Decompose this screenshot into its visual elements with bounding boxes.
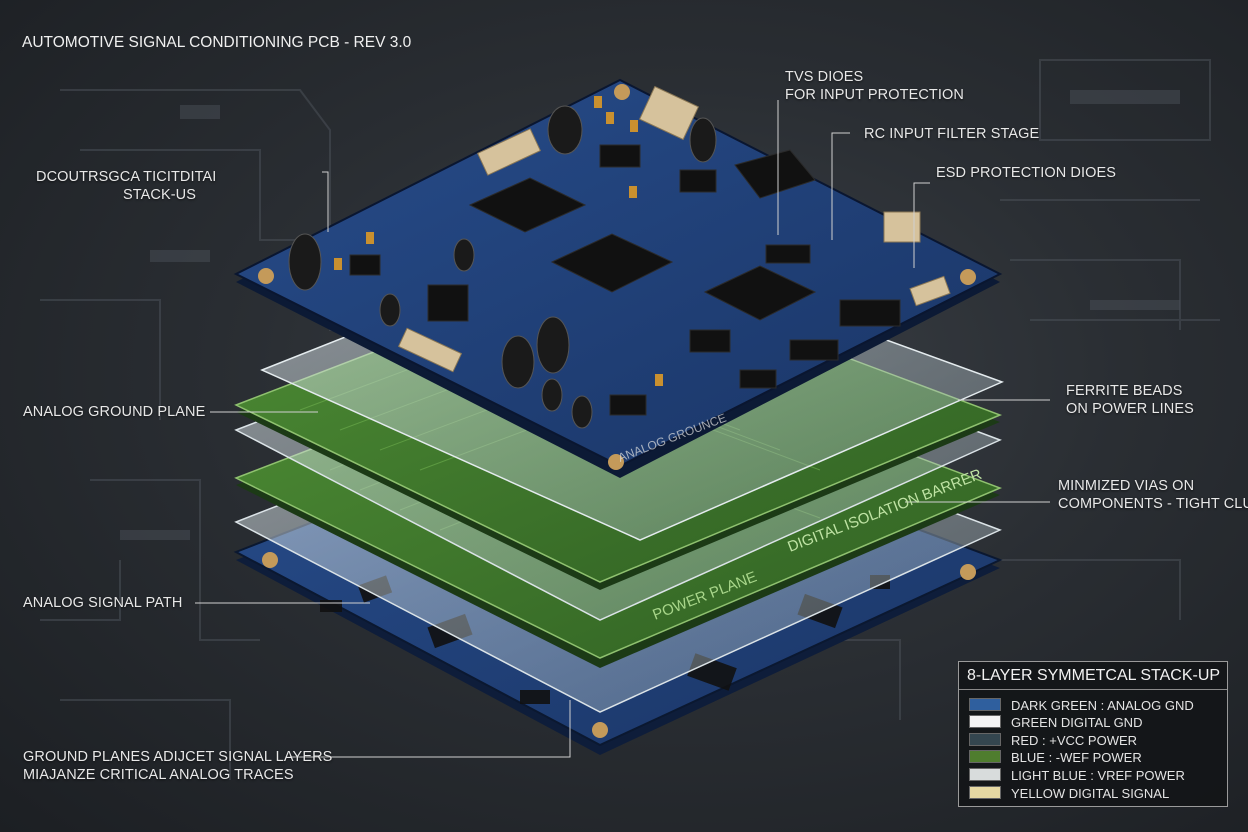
legend-item: RED : +VCC POWER — [969, 732, 1137, 749]
legend-label: RED : +VCC POWER — [1011, 733, 1138, 748]
legend-swatch — [969, 733, 1001, 746]
stackup-legend: 8-LAYER SYMMETCAL STACK-UP DARK GREEN : … — [958, 661, 1228, 807]
callout-ferrite-beads: FERRITE BEADS ON POWER LINES — [1066, 382, 1194, 418]
legend-label: YELLOW DIGITAL SIGNAL — [1011, 786, 1170, 801]
callout-vias-line1: MINMIZED VIAS ON — [1058, 478, 1195, 494]
legend-item: LIGHT BLUE : VREF POWER — [969, 767, 1185, 784]
callout-ferrite-line1: FERRITE BEADS — [1066, 383, 1183, 399]
legend-swatch — [969, 698, 1001, 711]
layer-top-board — [233, 78, 1003, 478]
callout-analog-signal-path: ANALOG SIGNAL PATH — [23, 595, 183, 611]
legend-swatch — [969, 768, 1001, 781]
callout-ferrite-line2: ON POWER LINES — [1066, 401, 1194, 417]
legend-swatch — [969, 750, 1001, 763]
callout-decoupling: DCOUTRSGCA TICITDITAI STACK-US — [36, 168, 217, 204]
legend-title: 8-LAYER SYMMETCAL STACK-UP — [959, 662, 1227, 690]
callout-ground-planes: GROUND PLANES ADIJCET SIGNAL LAYERS MIAJ… — [23, 748, 332, 784]
callout-tvs-line1: TVS DIOES — [785, 69, 864, 85]
callout-ground-planes-line2: MIAJANZE CRITICAL ANALOG TRACES — [23, 767, 294, 783]
legend-item: BLUE : -WEF POWER — [969, 749, 1142, 766]
legend-label: LIGHT BLUE : VREF POWER — [1011, 768, 1185, 783]
callout-decoupling-line1: DCOUTRSGCA TICITDITAI — [36, 169, 217, 185]
callout-minimized-vias: MINMIZED VIAS ON COMPONENTS - TIGHT CLUS… — [1058, 477, 1248, 513]
page-title: AUTOMOTIVE SIGNAL CONDITIONING PCB - REV… — [22, 34, 412, 51]
legend-label: BLUE : -WEF POWER — [1011, 750, 1142, 765]
legend-swatch — [969, 715, 1001, 728]
legend-label: GREEN DIGITAL GND — [1011, 715, 1143, 730]
legend-label: DARK GREEN : ANALOG GND — [1011, 698, 1194, 713]
callout-leaders — [195, 100, 1050, 758]
callout-decoupling-line2: STACK-US — [122, 187, 196, 203]
callout-analog-ground-plane: ANALOG GROUND PLANE — [23, 404, 206, 420]
legend-item: YELLOW DIGITAL SIGNAL — [969, 785, 1169, 802]
callout-tvs-line2: FOR INPUT PROTECTION — [785, 87, 964, 103]
legend-item: DARK GREEN : ANALOG GND — [969, 697, 1194, 714]
callout-rc-filter: RC INPUT FILTER STAGE — [864, 126, 1040, 142]
callout-esd-diodes: ESD PROTECTION DIOES — [936, 165, 1117, 181]
legend-item: GREEN DIGITAL GND — [969, 714, 1142, 731]
callout-tvs-diodes: TVS DIOES FOR INPUT PROTECTION — [785, 68, 964, 104]
callout-ground-planes-line1: GROUND PLANES ADIJCET SIGNAL LAYERS — [23, 749, 333, 765]
legend-swatch — [969, 786, 1001, 799]
callout-vias-line2: COMPONENTS - TIGHT CLUSTI — [1058, 496, 1248, 512]
